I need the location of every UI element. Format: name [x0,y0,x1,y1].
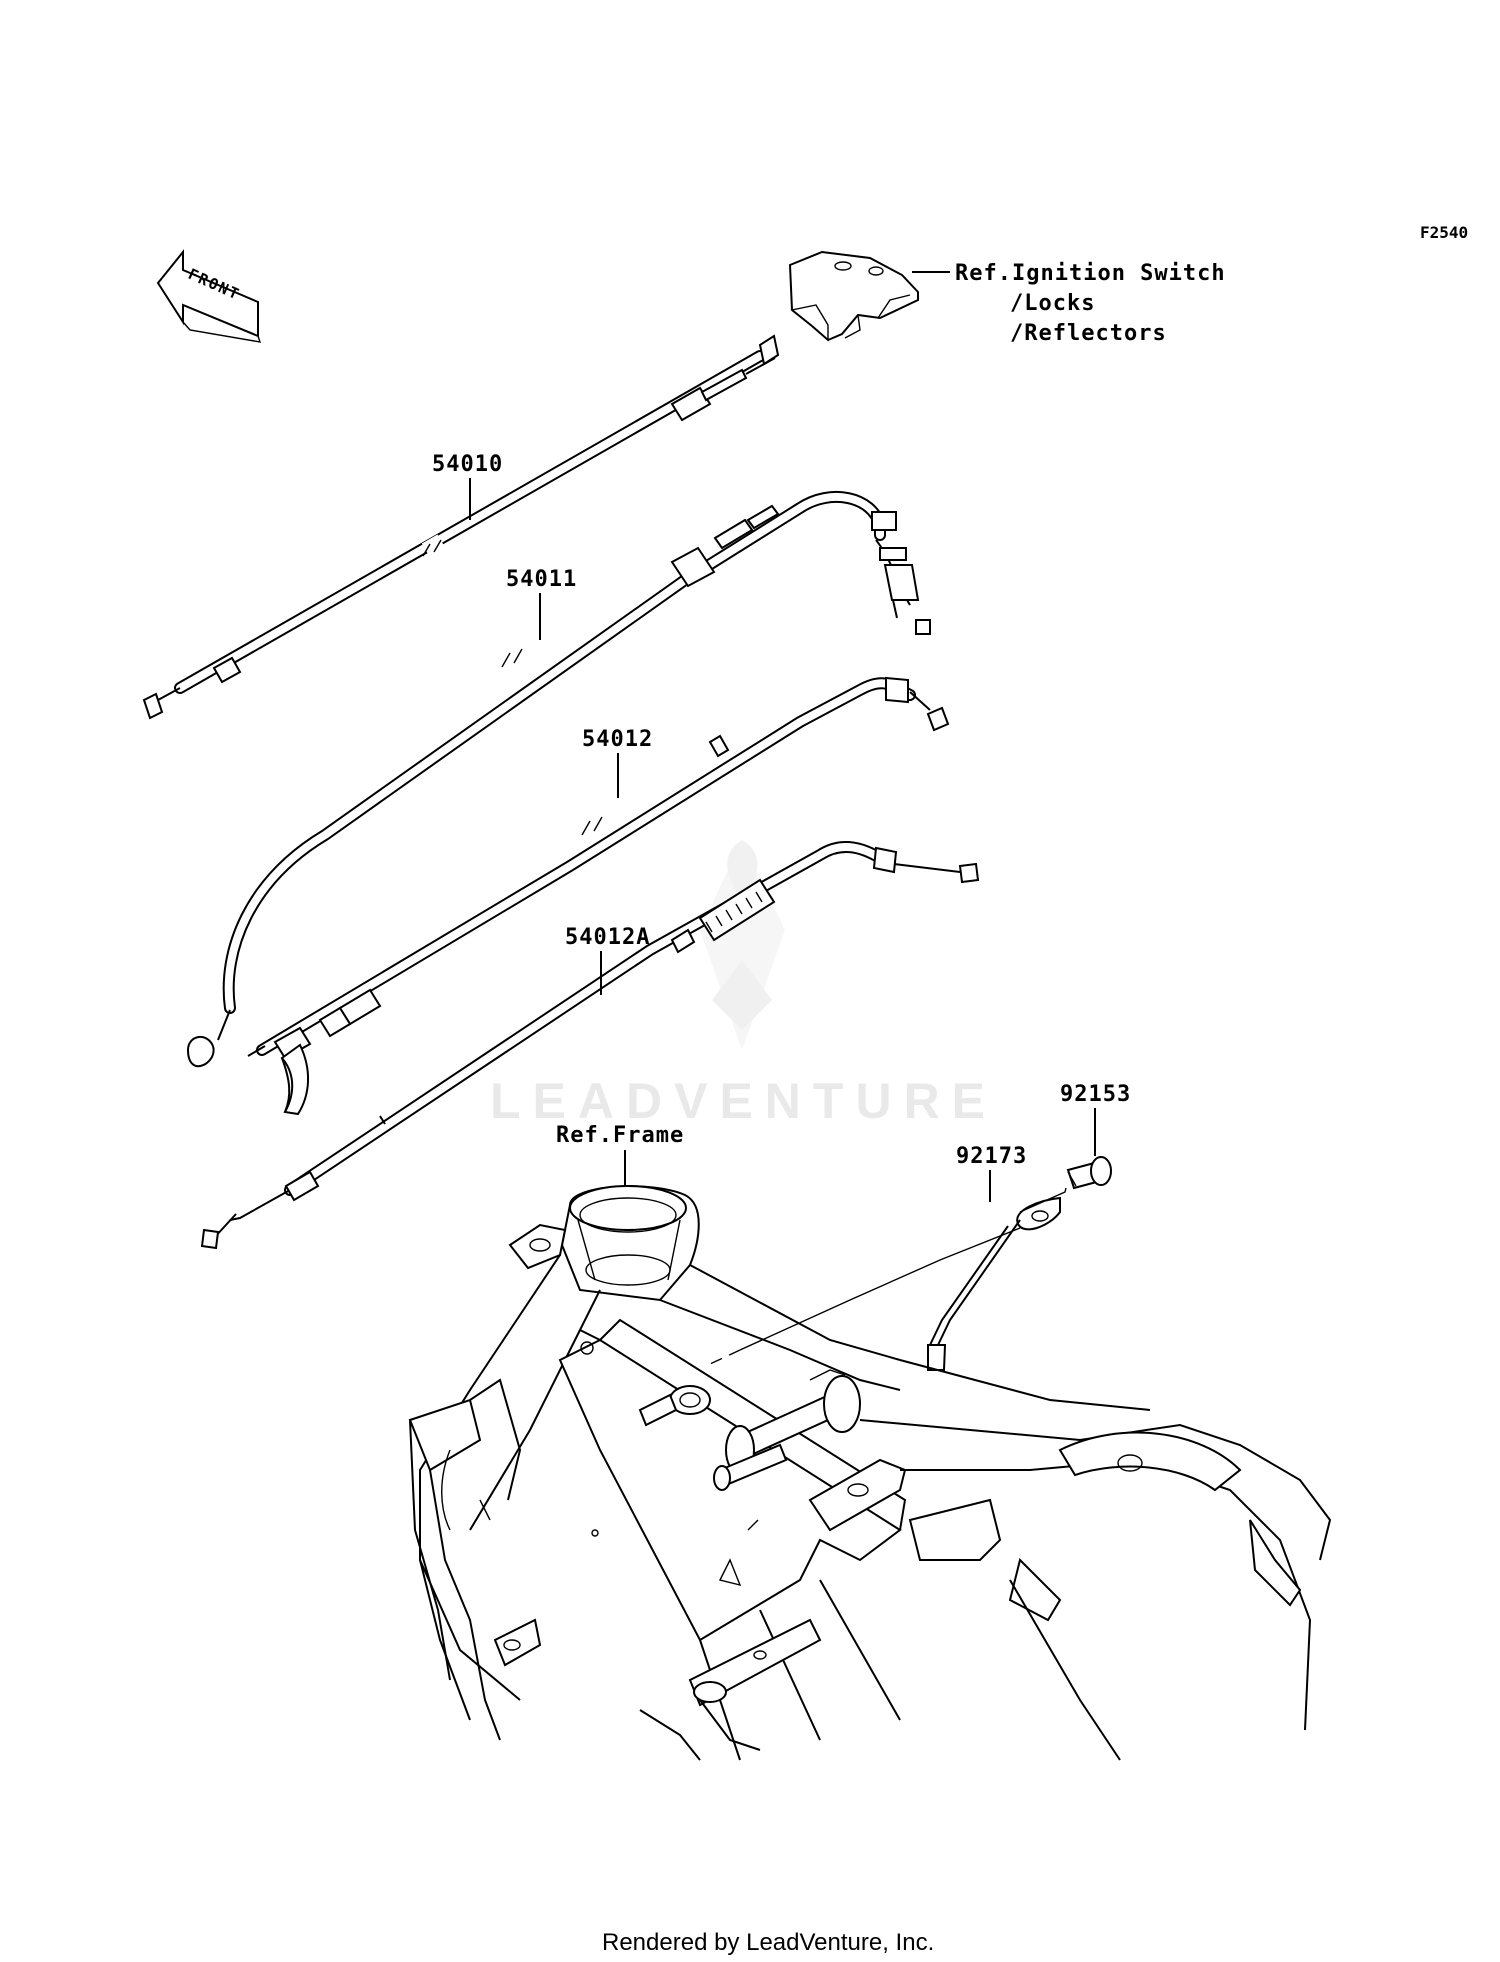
diagram-code: F2540 [1420,223,1468,242]
label-54012a: 54012A [565,925,650,950]
ref-ignition-line1: Ref.Ignition Switch [955,261,1226,286]
footer-credit: Rendered by LeadVenture, Inc. [602,1929,934,1956]
ignition-bracket [788,250,950,342]
clamp-92173 [927,1196,1061,1371]
watermark-logo [700,840,785,1050]
watermark-text: LEADVENTURE [490,1073,997,1129]
label-54010: 54010 [432,452,503,477]
label-92173: 92173 [956,1144,1027,1169]
label-54011: 54011 [506,567,577,592]
label-92153: 92153 [1060,1082,1131,1107]
ref-ignition-line2: /Locks [1010,291,1095,316]
front-label: FRONT [185,265,243,304]
cable-54010 [142,334,780,720]
ref-ignition-line3: /Reflectors [1010,321,1167,346]
ref-frame-label: Ref.Frame [556,1123,684,1148]
cable-54011 [186,490,931,1068]
cable-54012a [200,840,980,1250]
label-54012: 54012 [582,727,653,752]
cable-54012 [247,676,950,1116]
motorcycle-frame [408,1185,1332,1761]
front-arrow-icon: FRONT [156,249,262,343]
screw-92153 [1066,1156,1112,1190]
